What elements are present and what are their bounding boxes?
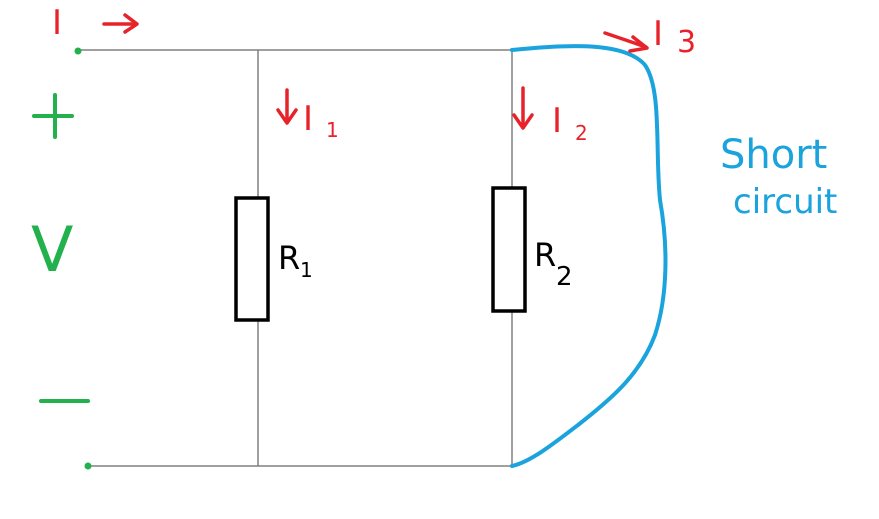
positive-terminal bbox=[74, 47, 82, 55]
resistor-r1 bbox=[234, 196, 270, 322]
plus-sign bbox=[32, 93, 74, 139]
current-i3-subscript: 3 bbox=[677, 25, 696, 60]
current-i-label: I bbox=[52, 3, 62, 43]
current-i-arrow bbox=[102, 13, 139, 34]
resistor-r2-label: R bbox=[534, 236, 556, 274]
voltage-label: V bbox=[31, 213, 73, 286]
current-i2-label: I bbox=[552, 101, 562, 141]
short-circuit-label-line-2: circuit bbox=[733, 182, 837, 222]
resistor-r1-subscript: 1 bbox=[300, 258, 313, 282]
current-i1-arrow bbox=[276, 88, 298, 125]
current-i2-arrow bbox=[512, 86, 534, 130]
current-i3-arrow bbox=[603, 31, 649, 53]
negative-terminal bbox=[84, 462, 92, 470]
current-i3-label: I bbox=[653, 14, 663, 54]
current-i1-label: I bbox=[303, 99, 313, 139]
current-i1-subscript: 1 bbox=[326, 118, 339, 142]
resistor-r1-label: R bbox=[278, 239, 300, 277]
current-i2-subscript: 2 bbox=[575, 121, 588, 145]
resistor-r2 bbox=[491, 186, 527, 313]
resistor-r2-subscript: 2 bbox=[556, 262, 573, 292]
short-circuit-label-line-1: Short bbox=[720, 132, 827, 178]
short-circuit-wire bbox=[510, 44, 668, 468]
